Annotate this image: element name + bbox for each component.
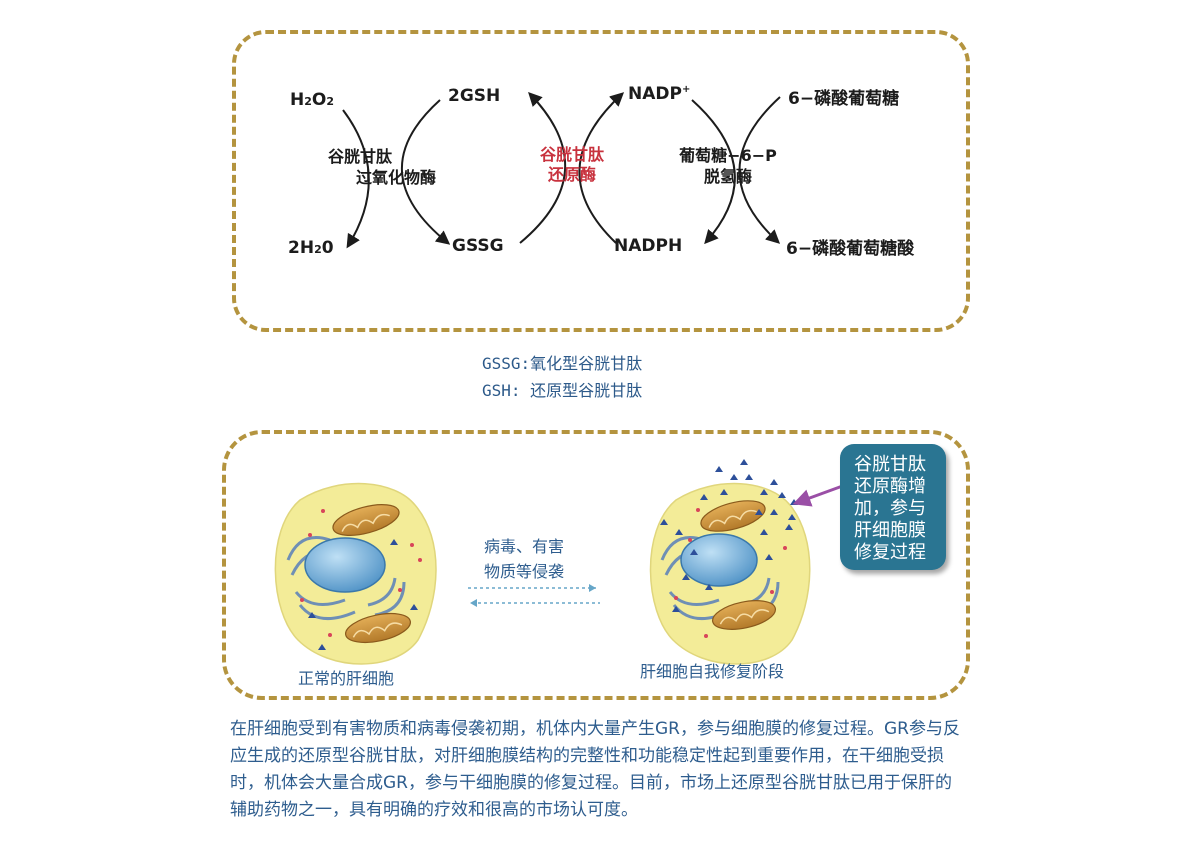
description-paragraph: 在肝细胞受到有害物质和病毒侵袭初期，机体内大量产生GR，参与细胞膜的修复过程。G… [230,719,960,820]
arc-h2o2-h2o [342,109,370,249]
arc-gssg-gsh [519,91,566,244]
normal-cell-caption: 正常的肝细胞 [298,669,395,688]
arc-nadph-nadp [578,92,625,244]
repair-cell-caption: 肝细胞自我修复阶段 [640,662,785,681]
legend-gssg: GSSG:氧化型谷胱甘肽 [482,354,643,373]
arc-g6p [738,96,781,244]
cells-frame [222,430,970,700]
g6p-sugar-label: 6−磷酸葡萄糖 [788,89,900,109]
arc-gsh-gssg [401,99,451,245]
enzyme-g6pd: 葡萄糖−6−P 脱氢酶 [679,146,777,186]
nadp-label: NADP+ [628,84,691,104]
gr-callout: 谷胱甘肽 还原酶增 加，参与 肝细胞膜 修复过程 [840,444,946,570]
granules [300,509,422,637]
triangles [308,539,418,650]
g6p-acid-label: 6−磷酸葡萄糖酸 [786,239,915,259]
h2o-label: 2H20 [288,238,334,258]
enzyme-gpx: 谷胱甘肽 过氧化物酶 [328,147,437,187]
legend: GSSG:氧化型谷胱甘肽 GSH: 还原型谷胱甘肽 [482,350,642,404]
normal-liver-cell [274,482,437,665]
callout-arrow [792,482,849,507]
invasion-arrows [468,584,600,607]
pathway-frame [232,30,970,332]
legend-gsh: GSH: 还原型谷胱甘肽 [482,381,643,400]
nucleus [304,537,386,593]
gssg-label: GSSG [452,236,504,256]
gsh-label: 2GSH [448,86,501,106]
invasion-label: 病毒、有害 物质等侵袭 [484,537,565,581]
h2o2-label: H2O2 [290,90,334,110]
arc-nadp-nadph [691,99,736,245]
repair-liver-cell [649,459,811,665]
nadph-label: NADPH [614,236,683,256]
enzyme-gr: 谷胱甘肽 还原酶 [539,145,604,184]
